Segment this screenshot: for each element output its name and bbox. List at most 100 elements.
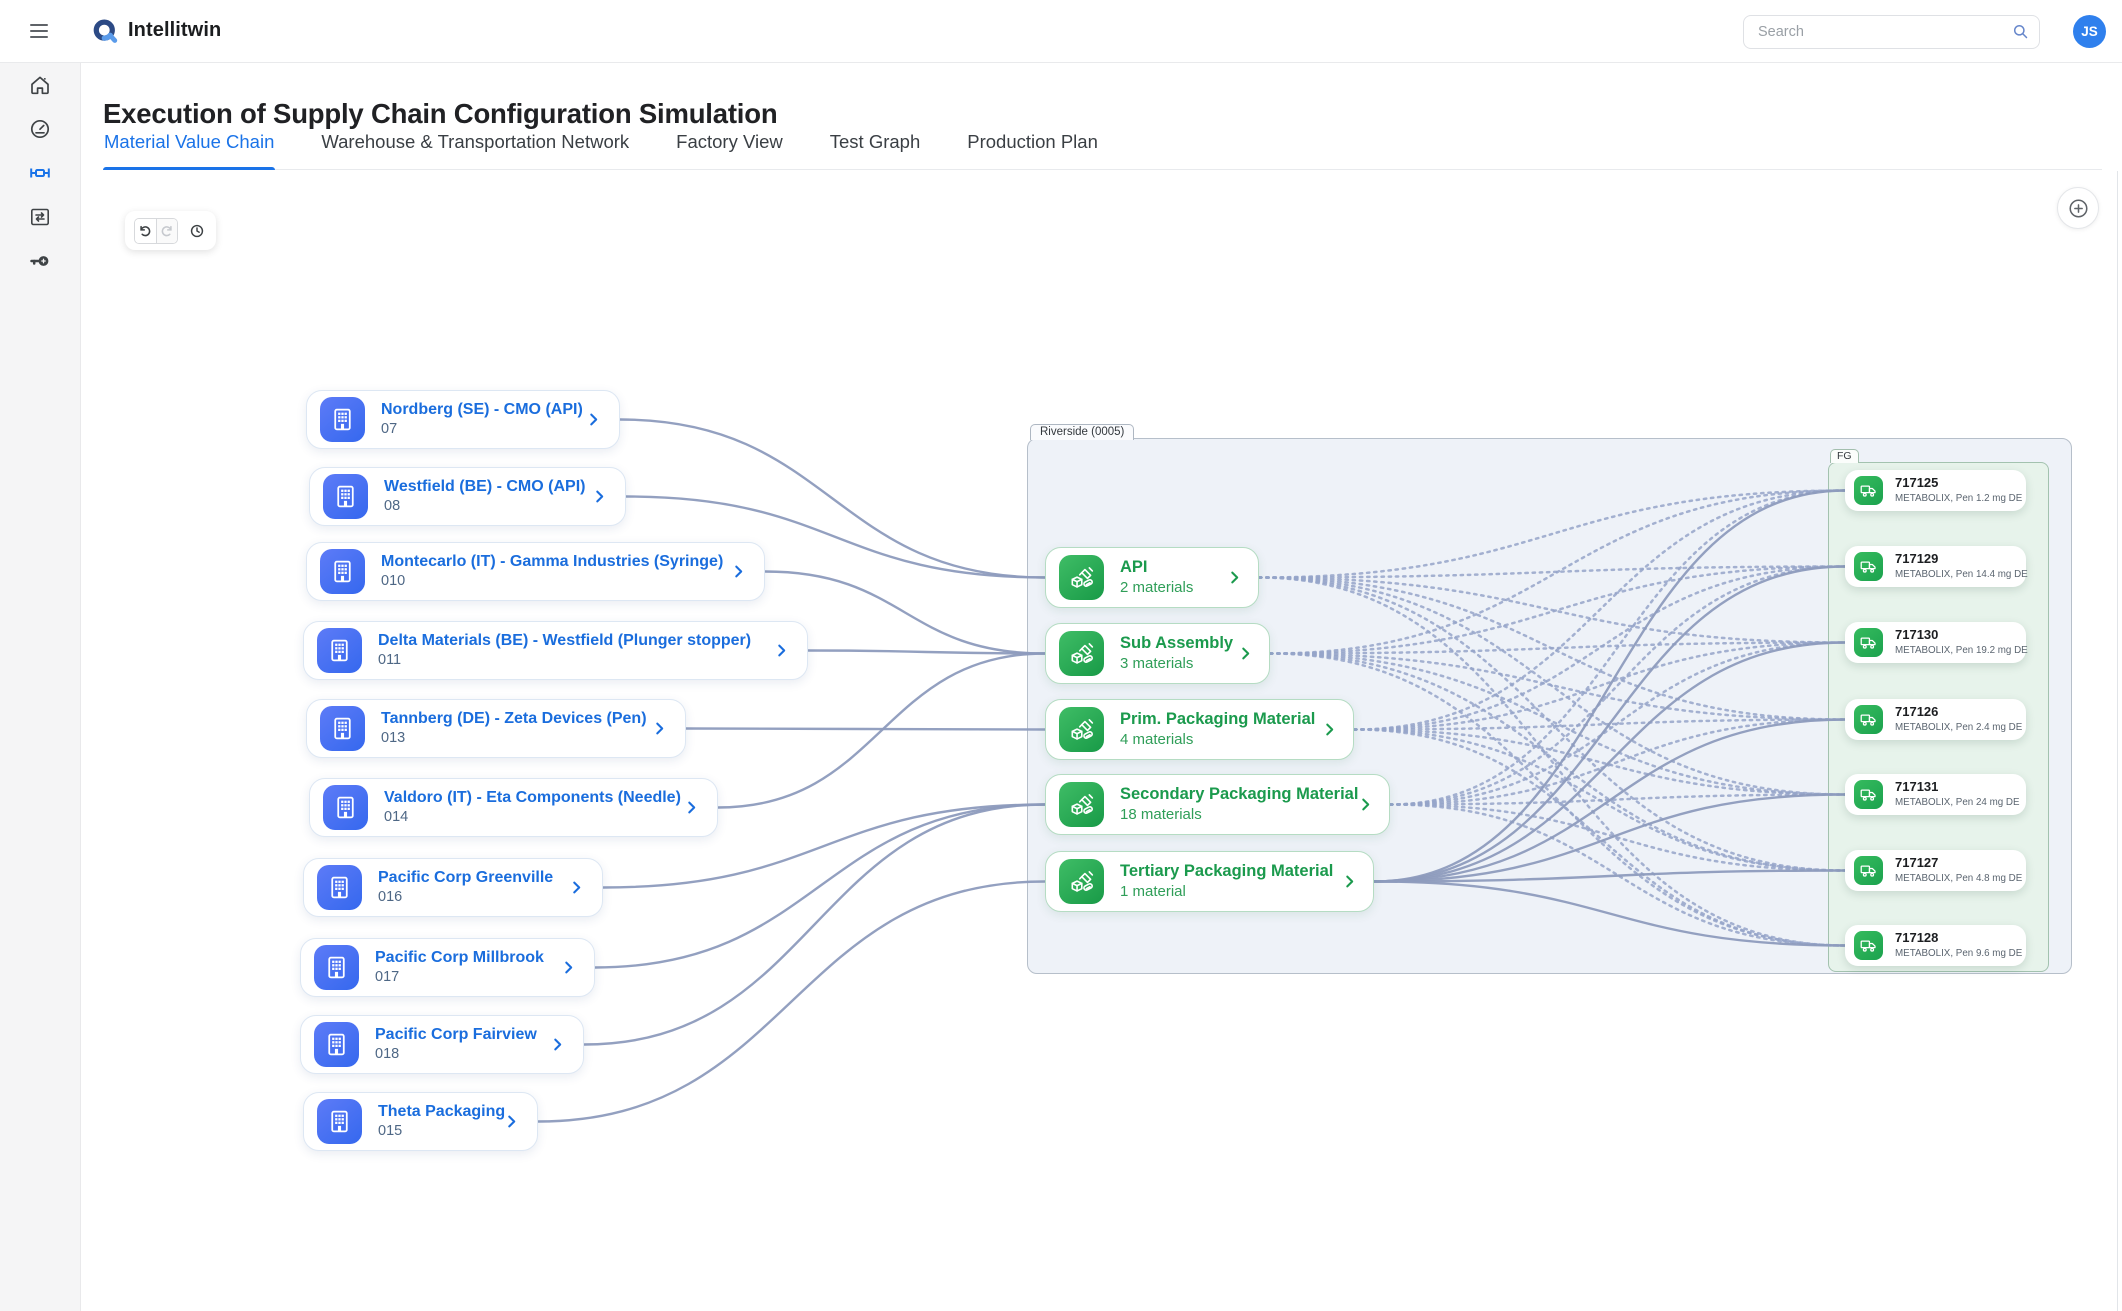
node-title: Tertiary Packaging Material	[1120, 862, 1334, 881]
chevron-right-icon[interactable]	[682, 798, 701, 817]
building-icon	[320, 706, 365, 751]
tab-production-plan[interactable]: Production Plan	[967, 131, 1098, 152]
chevron-right-icon[interactable]	[1340, 872, 1359, 891]
node-title: Pacific Corp Millbrook	[375, 948, 544, 966]
node-subtitle: 016	[378, 889, 403, 905]
supplier-node-013[interactable]: Tannberg (DE) - Zeta Devices (Pen)013	[306, 699, 686, 758]
sidebar	[0, 62, 81, 1311]
tab-bar: Material Value Chain Warehouse & Transpor…	[103, 131, 2102, 170]
chevron-right-icon[interactable]	[559, 958, 578, 977]
node-title: Prim. Packaging Material	[1120, 710, 1316, 729]
node-title: Montecarlo (IT) - Gamma Industries (Syri…	[381, 552, 724, 570]
search-box	[1743, 15, 2040, 49]
building-icon	[323, 785, 368, 830]
node-title: Delta Materials (BE) - Westfield (Plunge…	[378, 631, 752, 649]
sidebar-item-home[interactable]	[0, 64, 81, 108]
search-icon[interactable]	[2011, 22, 2030, 41]
materials-icon	[1059, 782, 1104, 827]
truck-icon	[1854, 552, 1883, 581]
user-avatar[interactable]: JS	[2073, 15, 2106, 48]
materials-icon	[1059, 707, 1104, 752]
node-title: 717130	[1895, 627, 1939, 643]
fg-container-label: FG	[1830, 449, 1859, 463]
materials-icon	[1059, 631, 1104, 676]
sidebar-item-access[interactable]	[0, 240, 81, 284]
sidebar-item-dashboard[interactable]	[0, 108, 81, 152]
node-title: 717126	[1895, 704, 1939, 720]
undo-icon[interactable]	[135, 218, 156, 243]
node-title: Westfield (BE) - CMO (API)	[384, 477, 586, 495]
zoom-in-button[interactable]	[2057, 187, 2099, 229]
node-title: Sub Assembly	[1120, 634, 1234, 653]
node-subtitle: 4 materials	[1120, 730, 1194, 748]
truck-icon	[1854, 931, 1883, 960]
supplier-node-011[interactable]: Delta Materials (BE) - Westfield (Plunge…	[303, 621, 808, 680]
node-subtitle: 017	[375, 969, 400, 985]
chevron-right-icon[interactable]	[1236, 644, 1255, 663]
hamburger-menu-icon[interactable]	[30, 19, 52, 43]
node-subtitle: METABOLIX, Pen 19.2 mg DE	[1895, 644, 2028, 656]
chevron-right-icon[interactable]	[502, 1112, 521, 1131]
supplier-node-010[interactable]: Montecarlo (IT) - Gamma Industries (Syri…	[306, 542, 765, 601]
node-title: Theta Packaging	[378, 1102, 506, 1120]
supplier-node-017[interactable]: Pacific Corp Millbrook 017	[300, 938, 595, 997]
history-icon[interactable]	[186, 219, 207, 243]
chevron-right-icon[interactable]	[772, 641, 791, 660]
chevron-right-icon[interactable]	[1356, 795, 1375, 814]
chevron-right-icon[interactable]	[548, 1035, 567, 1054]
redo-icon[interactable]	[155, 218, 177, 243]
truck-icon	[1854, 628, 1883, 657]
chevron-right-icon[interactable]	[590, 487, 609, 506]
tab-factory-view[interactable]: Factory View	[676, 131, 783, 152]
value-chain-icon	[28, 161, 52, 188]
truck-icon	[1854, 476, 1883, 505]
chevron-right-icon[interactable]	[650, 719, 669, 738]
tab-warehouse-transportation-network[interactable]: Warehouse & Transportation Network	[321, 131, 630, 152]
node-subtitle: 018	[375, 1046, 400, 1062]
node-subtitle: 014	[384, 809, 409, 825]
building-icon	[323, 474, 368, 519]
node-title: Tannberg (DE) - Zeta Devices (Pen)	[381, 709, 647, 727]
truck-icon	[1854, 856, 1883, 885]
sidebar-item-value-chain[interactable]	[0, 152, 81, 196]
building-icon	[320, 397, 365, 442]
canvas-right-divider	[2117, 171, 2118, 1311]
intellitwin-logo-icon[interactable]	[90, 15, 122, 47]
chevron-right-icon[interactable]	[584, 410, 603, 429]
node-subtitle: 010	[381, 573, 406, 589]
sidebar-item-swap[interactable]	[0, 196, 81, 240]
page-title: Execution of Supply Chain Configuration …	[103, 98, 778, 130]
supplier-node-08[interactable]: Westfield (BE) - CMO (API)08	[309, 467, 626, 526]
node-subtitle: METABOLIX, Pen 9.6 mg DE	[1895, 947, 2023, 959]
supplier-node-014[interactable]: Valdoro (IT) - Eta Components (Needle) 01…	[309, 778, 718, 837]
supplier-node-07[interactable]: Nordberg (SE) - CMO (API)07	[306, 390, 620, 449]
tab-test-graph[interactable]: Test Graph	[829, 131, 921, 152]
chevron-right-icon[interactable]	[1320, 720, 1339, 739]
tab-material-value-chain[interactable]: Material Value Chain	[103, 131, 276, 170]
node-title: Valdoro (IT) - Eta Components (Needle)	[384, 788, 681, 806]
chevron-right-icon[interactable]	[1225, 568, 1244, 587]
node-subtitle: 011	[378, 652, 402, 668]
node-subtitle: 07	[381, 421, 398, 437]
chevron-right-icon[interactable]	[729, 562, 748, 581]
building-icon	[317, 865, 362, 910]
chevron-right-icon[interactable]	[567, 878, 586, 897]
building-icon	[314, 945, 359, 990]
node-title: Secondary Packaging Material	[1120, 785, 1359, 804]
search-input[interactable]	[1756, 16, 2000, 48]
